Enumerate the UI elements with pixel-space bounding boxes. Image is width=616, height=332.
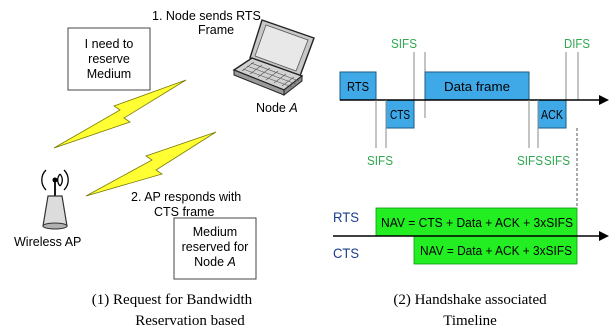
reserve-box-line2: reserve	[88, 52, 130, 66]
sifs-bottom-label-2: SIFS	[517, 153, 543, 168]
data-frame: Data frame	[424, 71, 530, 101]
nav-cts-label: CTS	[333, 245, 359, 261]
reserved-box-line1: Medium	[193, 225, 237, 239]
timeline-panel: SIFS DIFS RTS CTS Data frame ACK	[333, 36, 609, 329]
reserve-request-box: I need to reserve Medium	[67, 27, 151, 91]
lightning-bolt-upper	[53, 79, 187, 149]
caption-right-line1: (2) Handshake associated	[393, 292, 547, 308]
caption-left-line1: (1) Request for Bandwidth	[92, 292, 253, 308]
nav-rts-text: NAV = CTS + Data + ACK + 3xSIFS	[381, 215, 573, 230]
rts-frame: RTS	[339, 71, 377, 101]
reserve-box-line3: Medium	[87, 67, 131, 81]
nav-cts-bar: NAV = Data + ACK + 3xSIFS	[413, 235, 578, 265]
sifs-bottom-label-1: SIFS	[367, 153, 393, 168]
sifs-bottom-label-3: SIFS	[544, 153, 570, 168]
reserve-box-line1: I need to	[85, 37, 134, 51]
difs-top-label: DIFS	[564, 36, 590, 51]
sifs-top-label: SIFS	[391, 36, 417, 51]
wireless-ap-icon	[41, 169, 69, 230]
node-a-label: Node A	[256, 101, 298, 115]
reserved-box-line2: reserved for	[182, 240, 249, 254]
ack-frame-label: ACK	[541, 107, 563, 122]
nav-rts-label: RTS	[333, 209, 359, 225]
reserved-box-line3: Node A	[194, 255, 236, 269]
step1-text-line1: 1. Node sends RTS	[152, 9, 261, 23]
caption-left-line2: Reservation based	[135, 313, 245, 329]
medium-reserved-box: Medium reserved for Node A	[173, 217, 257, 280]
nav-cts-text: NAV = Data + ACK + 3xSIFS	[420, 243, 572, 258]
step2-text-line2: CTS frame	[154, 205, 214, 219]
caption-right-line2: Timeline	[443, 313, 497, 329]
data-frame-label: Data frame	[444, 79, 510, 94]
cts-frame: CTS	[385, 99, 415, 129]
cts-frame-label: CTS	[390, 107, 410, 122]
step2-text-line1: 2. AP responds with	[131, 190, 241, 204]
wireless-ap-label: Wireless AP	[14, 235, 81, 249]
lightning-bolt-lower	[85, 131, 217, 197]
rts-frame-label: RTS	[347, 79, 369, 94]
nav-rts-bar: NAV = CTS + Data + ACK + 3xSIFS	[375, 207, 578, 237]
laptop-icon	[232, 19, 315, 97]
ack-frame: ACK	[537, 99, 567, 129]
step1-text-line2: Frame	[198, 23, 234, 37]
left-panel: 1. Node sends RTS Frame I need to reserv…	[14, 9, 315, 329]
